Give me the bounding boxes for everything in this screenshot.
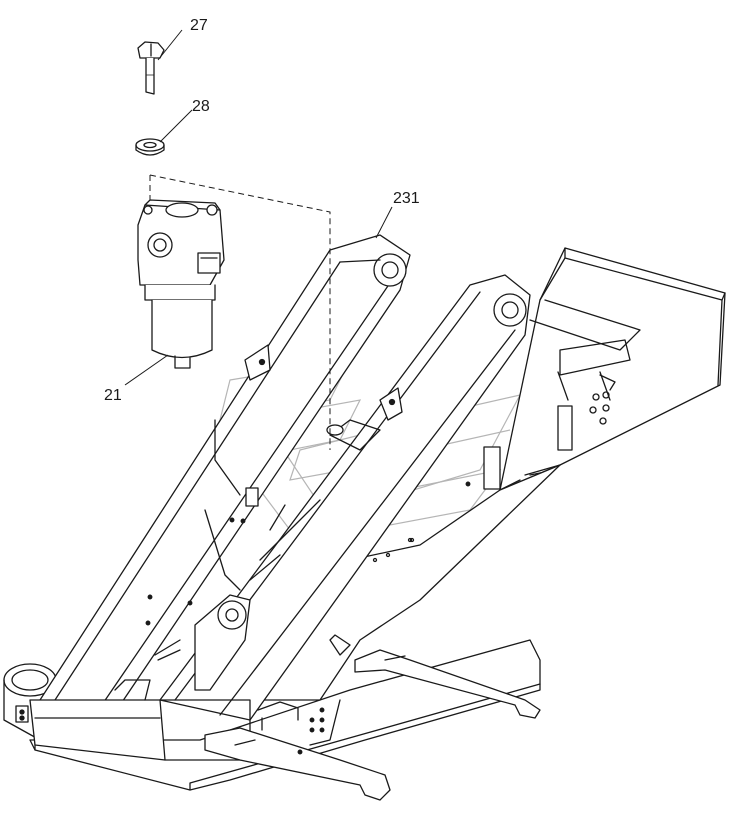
callout-21: 21	[104, 387, 122, 404]
front-foot	[204, 701, 391, 801]
rear-foot	[309, 649, 541, 746]
cross-members	[157, 419, 381, 661]
callout-27: 27	[190, 17, 208, 34]
washer	[135, 138, 165, 156]
leader-lines	[124, 29, 393, 386]
bolt	[137, 41, 165, 95]
pivot-bracket	[145, 594, 251, 691]
rear-frame	[499, 247, 726, 491]
callout-28: 28	[192, 98, 210, 115]
filter-assembly	[137, 199, 225, 369]
callout-231: 231	[393, 190, 420, 207]
assembly-path	[149, 174, 331, 450]
front-box	[29, 679, 251, 761]
